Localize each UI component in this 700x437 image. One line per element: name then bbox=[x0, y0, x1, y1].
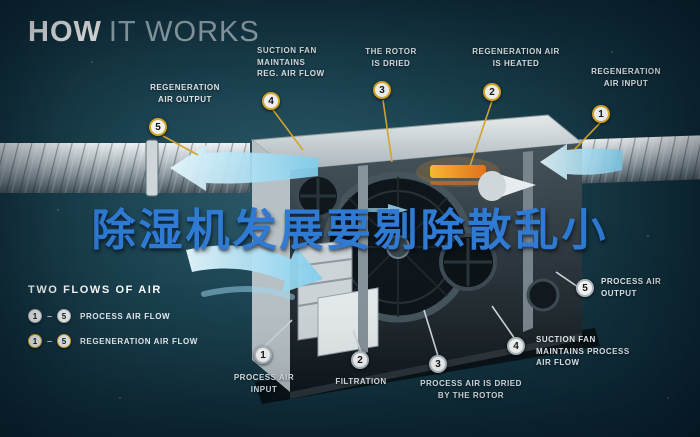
callout-number-regen-2: 2 bbox=[483, 83, 501, 101]
callout-number-process-4: 4 bbox=[507, 337, 525, 355]
regeneration-leader-lines bbox=[162, 99, 601, 167]
legend: TWO FLOWS OF AIR 1 – 5 PROCESS AIR FLOW … bbox=[28, 284, 198, 348]
legend-dash: – bbox=[47, 311, 53, 321]
process-fan bbox=[439, 233, 560, 312]
title-light: IT WORKS bbox=[108, 16, 260, 48]
callout-number-process-1: 1 bbox=[254, 346, 272, 364]
callout-number-process-5: 5 bbox=[576, 279, 594, 297]
legend-process-label: PROCESS AIR FLOW bbox=[80, 311, 171, 321]
callout-label-regeneration-air-heated: REGENERATION AIR IS HEATED bbox=[472, 47, 560, 68]
callout-label-process-air-input: PROCESS AIR INPUT bbox=[233, 373, 295, 394]
legend-row-regeneration: 1 – 5 REGENERATION AIR FLOW bbox=[28, 334, 198, 348]
fan-cone bbox=[478, 171, 536, 201]
callout-number-regen-1: 1 bbox=[592, 105, 610, 123]
legend-dash: – bbox=[47, 336, 53, 346]
watermark-text: 除湿机发展要剔除散乱小 bbox=[91, 206, 609, 255]
legend-heading: TWO FLOWS OF AIR bbox=[28, 284, 162, 296]
callout-label-rotor-is-dried: THE ROTOR IS DRIED bbox=[365, 47, 417, 68]
callout-number-regen-5: 5 bbox=[149, 118, 167, 136]
legend-row-process: 1 – 5 PROCESS AIR FLOW bbox=[28, 309, 198, 323]
legend-regen-label: REGENERATION AIR FLOW bbox=[80, 336, 198, 346]
process-leader-lines bbox=[263, 271, 579, 357]
callout-label-filtration: FILTRATION bbox=[335, 377, 387, 386]
legend-regen-end-circle: 5 bbox=[57, 334, 72, 348]
callout-number-process-3: 3 bbox=[429, 355, 447, 373]
background-speckles bbox=[57, 51, 669, 399]
callout-number-regen-3: 3 bbox=[373, 81, 391, 99]
callout-label-suction-fan-reg: SUCTION FAN MAINTAINS REG. AIR FLOW bbox=[257, 46, 325, 79]
heater-element bbox=[416, 157, 500, 187]
legend-regen-start-circle: 1 bbox=[28, 334, 42, 348]
callout-number-regen-4: 4 bbox=[262, 92, 280, 110]
airflow-arrows bbox=[170, 144, 622, 300]
title-bold: HOW bbox=[28, 16, 102, 48]
callout-number-process-2: 2 bbox=[351, 351, 369, 369]
callout-label-regeneration-air-input: REGENERATION AIR INPUT bbox=[591, 67, 661, 88]
legend-process-start-circle: 1 bbox=[28, 309, 42, 323]
callout-label-process-air-dried: PROCESS AIR IS DRIED BY THE ROTOR bbox=[420, 379, 522, 400]
callout-label-regeneration-air-output: REGENERATION AIR OUTPUT bbox=[150, 83, 220, 104]
legend-process-end-circle: 5 bbox=[57, 309, 72, 323]
callout-label-process-air-output: PROCESS AIR OUTPUT bbox=[601, 277, 662, 298]
callout-label-suction-fan-process: SUCTION FAN MAINTAINS PROCESS AIR FLOW bbox=[536, 335, 630, 368]
